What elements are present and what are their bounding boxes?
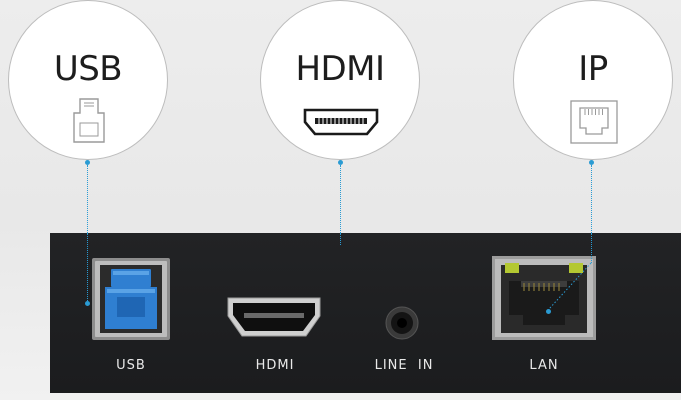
rj45-ethernet-icon — [569, 99, 619, 150]
hdmi-icon — [303, 107, 379, 142]
ip-leader-line — [591, 165, 592, 235]
hdmi-port-label: HDMI — [255, 358, 295, 373]
lan-rj45-port — [491, 255, 597, 346]
hdmi-callout-title: HDMI — [295, 49, 385, 89]
device-rear-panel: USB HDMI LINE IN — [50, 233, 681, 393]
usb-b-port — [91, 257, 171, 346]
hdmi-port — [226, 296, 322, 343]
usb-port-label: USB — [116, 358, 146, 373]
usb-leader-line — [87, 165, 88, 235]
ip-callout-title: IP — [578, 49, 608, 89]
hdmi-callout: HDMI — [260, 0, 420, 160]
ip-leader-dot-top — [589, 160, 594, 165]
lan-port-label: LAN — [529, 358, 559, 373]
hdmi-leader-line — [340, 165, 341, 235]
line-in-jack — [384, 305, 420, 346]
usb-leader-line-panel — [87, 233, 88, 303]
lan-leader-diagonal — [548, 262, 592, 310]
lan-leader-line-panel — [591, 233, 592, 263]
usb-callout-title: USB — [53, 49, 123, 89]
hdmi-leader-dot-top — [338, 160, 343, 165]
usb-leader-dot-top — [85, 160, 90, 165]
hdmi-leader-line-panel — [340, 233, 341, 245]
lan-leader-dot — [546, 309, 551, 314]
line-in-port-label: LINE IN — [374, 358, 434, 373]
usb-b-icon — [69, 97, 109, 150]
ip-callout: IP — [513, 0, 673, 160]
usb-leader-dot — [85, 301, 90, 306]
usb-callout: USB — [8, 0, 168, 160]
